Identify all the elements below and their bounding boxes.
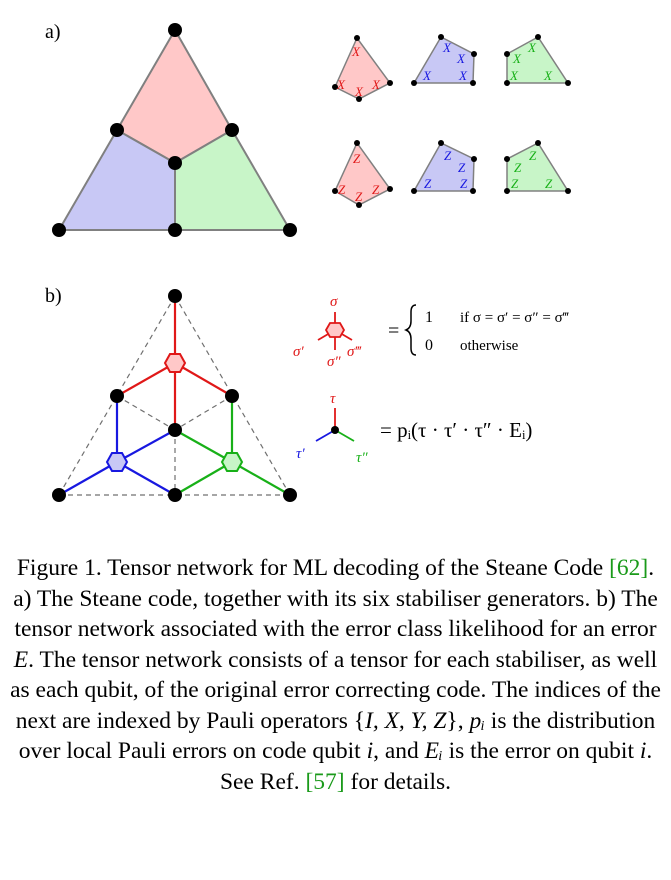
index-tau-prime: τ′ [296,446,305,462]
stabiliser-tensor-equation: σ σ′ σ″ σ‴ = 1 if σ = σ′ = σ″ = σ‴ 0 oth… [293,294,570,370]
pauli-label: Z [355,189,363,204]
qubit-vertex [225,123,239,137]
pauli-label: Z [338,182,346,197]
stabiliser-tensor-green [220,452,244,472]
pauli-label: X [456,51,466,66]
pauli-label: Z [444,148,452,163]
citation-link[interactable]: [62] [609,555,649,581]
qubit-vertex [168,23,182,37]
case-1-value: 1 [425,309,433,326]
figure-caption: Figure 1. Tensor network for ML decoding… [10,555,661,795]
qubit-tensor [168,423,182,437]
pauli-label: X [509,68,519,83]
citation-link[interactable]: [57] [305,768,345,795]
pauli-label: Z [545,176,553,191]
panel-a-label: a) [45,21,61,43]
pauli-label: X [442,40,452,55]
pauli-label: Z [511,176,519,191]
qubit-tensor [225,389,239,403]
case-1-condition: if σ = σ′ = σ″ = σ‴ [460,310,570,326]
stabiliser-z-blue: Z Z Z Z [411,140,477,194]
stabiliser-x-blue: X X X X [411,34,477,86]
stabiliser-x-green: X X X X [504,34,571,86]
case-2-value: 0 [425,337,433,354]
qubit-tensor [52,488,66,502]
index-tau: τ [330,391,336,407]
qubit-tensor-equation: τ τ′ τ″ = pᵢ(τ · τ′ · τ″ · Eᵢ) [296,391,532,466]
pauli-label: Z [424,176,432,191]
qubit-tensor [110,389,124,403]
stabiliser-tensor-red [163,353,187,373]
pauli-label: Z [514,160,522,175]
index-sigma-double-prime: σ″ [327,354,341,370]
pauli-label: X [458,68,468,83]
tensor-network [52,289,297,502]
pauli-label: Z [353,151,361,166]
pauli-label: X [371,77,381,92]
index-sigma-triple-prime: σ‴ [347,344,362,360]
pauli-label: Z [529,148,537,163]
qubit-vertex [168,223,182,237]
qubit-vertex [283,223,297,237]
pauli-label: X [336,77,346,92]
index-sigma-prime: σ′ [293,344,304,360]
qubit-vertex [168,156,182,170]
stabiliser-tensor-blue [105,452,129,472]
pauli-label: Z [372,182,380,197]
pauli-label: X [543,68,553,83]
pauli-label: X [354,84,364,99]
steane-code-triangle [52,23,297,237]
stabiliser-x-red: X X X X [332,35,393,102]
qubit-tensor-rhs: = pᵢ(τ · τ′ · τ″ · Eᵢ) [380,418,532,442]
case-2-condition: otherwise [460,338,519,354]
panel-b-label: b) [45,285,62,307]
qubit-tensor [168,289,182,303]
svg-text:=: = [388,320,399,342]
index-sigma: σ [330,294,338,310]
pauli-label: X [527,40,537,55]
stabiliser-z-red: Z Z Z Z [332,140,393,208]
qubit-vertex [110,123,124,137]
qubit-tensor [168,488,182,502]
pauli-label: X [351,44,361,59]
index-tau-double-prime: τ″ [356,450,368,466]
pauli-label: Z [460,176,468,191]
qubit-vertex [52,223,66,237]
pauli-label: X [512,51,522,66]
figure-1-diagram: a) X X X X X X X X [45,21,571,502]
stabiliser-z-green: Z Z Z Z [504,140,571,194]
pauli-label: Z [458,160,466,175]
qubit-tensor [283,488,297,502]
pauli-label: X [422,68,432,83]
caption-label: Figure 1. [16,555,102,581]
